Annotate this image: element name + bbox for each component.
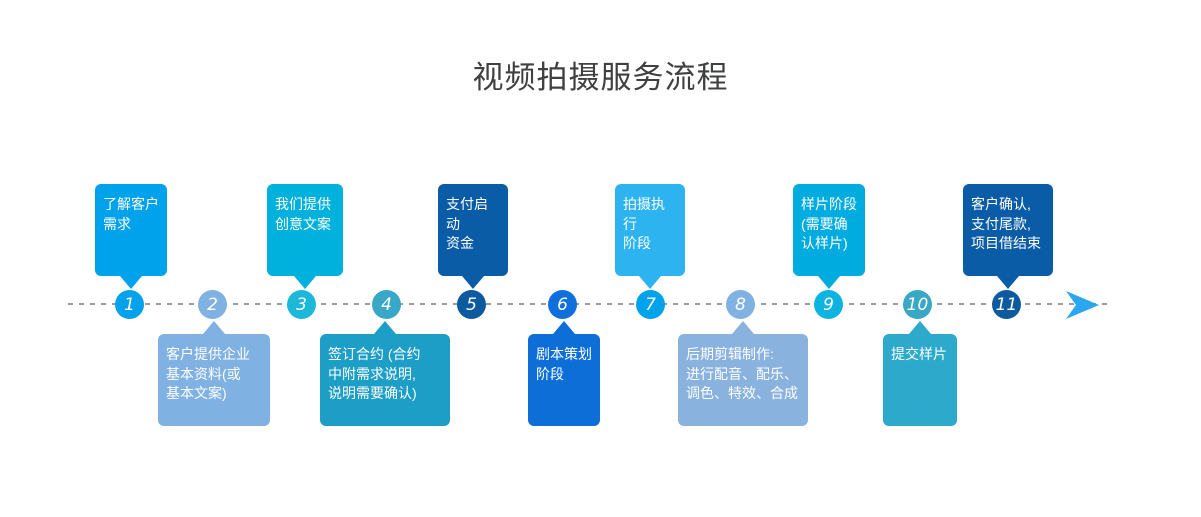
box-tail-down-icon bbox=[639, 276, 661, 289]
step-box-label: 剧本策划 阶段 bbox=[536, 346, 592, 382]
step-circle-7: 7 bbox=[636, 290, 665, 319]
box-tail-down-icon bbox=[462, 276, 484, 289]
step-circle-6: 6 bbox=[548, 290, 577, 319]
step-box-label: 我们提供 创意文案 bbox=[275, 196, 331, 232]
step-box-1: 了解客户 需求 bbox=[95, 184, 167, 289]
step-box-label: 客户确认, 支付尾款, 项目借结束 bbox=[971, 196, 1041, 251]
step-box-4: 签订合约 (合约 中附需求说明, 说明需要确认) bbox=[320, 321, 450, 426]
step-box-label: 客户提供企业 基本资料(或 基本文案) bbox=[166, 346, 250, 401]
step-circle-1: 1 bbox=[115, 290, 144, 319]
box-tail-up-icon bbox=[553, 321, 575, 334]
step-box-label: 了解客户 需求 bbox=[103, 196, 159, 232]
box-tail-down-icon bbox=[997, 276, 1019, 289]
box-tail-up-icon bbox=[732, 321, 754, 334]
step-box-11: 客户确认, 支付尾款, 项目借结束 bbox=[963, 184, 1053, 289]
step-number: 7 bbox=[645, 294, 656, 315]
box-tail-up-icon bbox=[374, 321, 396, 334]
step-box-label: 签订合约 (合约 中附需求说明, 说明需要确认) bbox=[328, 346, 421, 401]
step-circle-11: 11 bbox=[992, 290, 1021, 319]
step-box-7: 拍摄执行 阶段 bbox=[615, 184, 685, 289]
step-box-10: 提交样片 bbox=[883, 321, 957, 426]
timeline-dashed-line bbox=[68, 303, 1108, 305]
step-number: 8 bbox=[735, 294, 746, 315]
step-circle-5: 5 bbox=[457, 290, 486, 319]
step-box-9: 样片阶段 (需要确 认样片) bbox=[793, 184, 865, 289]
page-title: 视频拍摄服务流程 bbox=[472, 60, 729, 95]
step-circle-4: 4 bbox=[372, 290, 401, 319]
step-circle-8: 8 bbox=[726, 290, 755, 319]
right-arrow-icon bbox=[1066, 291, 1099, 319]
step-number: 1 bbox=[124, 294, 135, 315]
step-box-2: 客户提供企业 基本资料(或 基本文案) bbox=[158, 321, 270, 426]
step-box-8: 后期剪辑制作: 进行配音、配乐、 调色、特效、合成 bbox=[678, 321, 808, 426]
step-circle-10: 10 bbox=[903, 290, 932, 319]
step-box-label: 拍摄执行 阶段 bbox=[623, 196, 665, 251]
step-box-label: 支付启动 资金 bbox=[446, 196, 488, 251]
step-circle-3: 3 bbox=[287, 290, 316, 319]
box-tail-down-icon bbox=[818, 276, 840, 289]
box-tail-up-icon bbox=[909, 321, 931, 334]
step-box-5: 支付启动 资金 bbox=[438, 184, 508, 289]
step-circle-2: 2 bbox=[198, 290, 227, 319]
step-box-3: 我们提供 创意文案 bbox=[267, 184, 343, 289]
step-box-6: 剧本策划 阶段 bbox=[528, 321, 600, 426]
step-number: 4 bbox=[381, 294, 392, 315]
step-number: 9 bbox=[823, 294, 834, 315]
step-number: 6 bbox=[557, 294, 568, 315]
box-tail-down-icon bbox=[120, 276, 142, 289]
step-number: 3 bbox=[296, 294, 307, 315]
step-number: 2 bbox=[207, 294, 218, 315]
step-number: 10 bbox=[906, 294, 929, 315]
step-box-label: 后期剪辑制作: 进行配音、配乐、 调色、特效、合成 bbox=[686, 346, 798, 401]
box-tail-down-icon bbox=[294, 276, 316, 289]
step-box-label: 样片阶段 (需要确 认样片) bbox=[801, 196, 857, 251]
step-circle-9: 9 bbox=[814, 290, 843, 319]
step-number: 5 bbox=[466, 294, 477, 315]
step-box-label: 提交样片 bbox=[891, 346, 947, 362]
box-tail-up-icon bbox=[203, 321, 225, 334]
step-number: 11 bbox=[995, 294, 1018, 315]
